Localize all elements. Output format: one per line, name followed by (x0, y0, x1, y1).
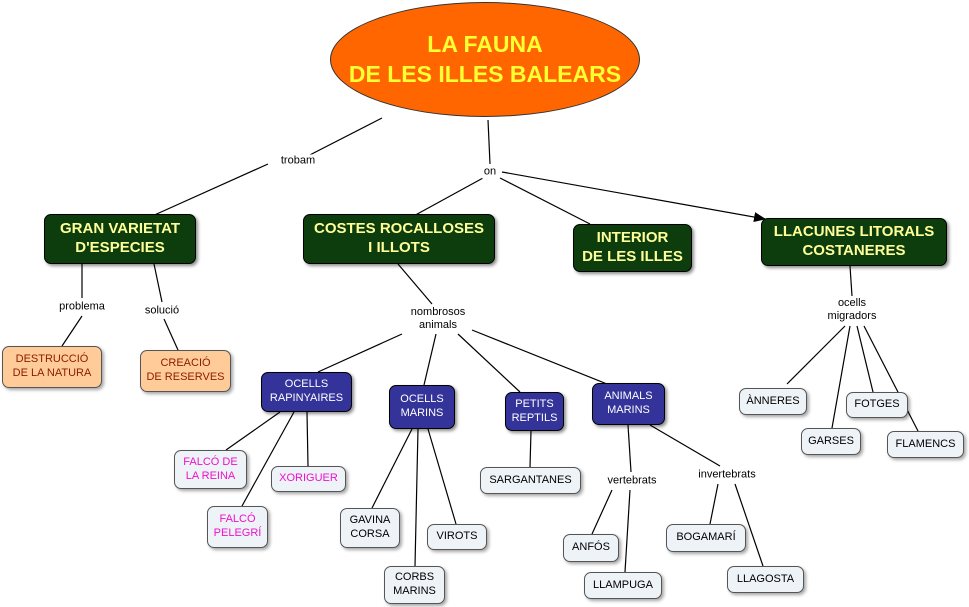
node-falco-pelegri[interactable]: FALCÓ PELEGRÍ (207, 506, 268, 548)
title-node[interactable]: LA FAUNA DE LES ILLES BALEARS (330, 2, 640, 117)
node-sargantanes[interactable]: SARGANTANES (480, 467, 581, 494)
node-garses[interactable]: GARSES (801, 428, 861, 455)
line-invertebrats-bogamari (709, 483, 719, 525)
node-animals-marins[interactable]: ANIMALS MARINS (592, 383, 665, 425)
node-llampuga[interactable]: LLAMPUGA (584, 572, 662, 599)
node-llacunes[interactable]: LLACUNES LITORALS COSTANERES (761, 218, 947, 266)
node-falco-reina[interactable]: FALCÓ DE LA REINA (174, 450, 247, 489)
node-ocells-rapinyaires[interactable]: OCELLS RAPINYAIRES (261, 372, 352, 412)
node-costes-rocalloses[interactable]: COSTES ROCALLOSES I ILLOTS (303, 214, 495, 264)
link-label-trobam: trobam (278, 154, 318, 168)
line-nombrosos-animals-marins (471, 329, 608, 385)
line-animals-marins-invertebrats (649, 424, 721, 467)
line-rapinyaires-xoriguer (306, 411, 309, 467)
line-ocells-marins-virots (427, 428, 457, 525)
line-nombrosos-ocells-marins (423, 333, 437, 386)
line-problema-destruccio (61, 315, 83, 347)
node-gavina-corsa[interactable]: GAVINA CORSA (340, 508, 400, 548)
link-label-nombrosos-animals: nombrosos animals (408, 305, 468, 333)
node-creacio[interactable]: CREACIÓ DE RESERVES (140, 350, 231, 392)
line-migradors-garses (831, 325, 851, 429)
line-rapinyaires-falco-reina (225, 411, 281, 451)
link-label-invertebrats: invertebrats (696, 468, 758, 482)
line-ocells-marins-gavina (371, 428, 413, 509)
node-interior[interactable]: INTERIOR DE LES ILLES (573, 224, 692, 272)
link-label-ocells-migradors: ocells migradors (825, 296, 879, 324)
line-on-llacunes (501, 171, 766, 222)
node-anneres[interactable]: ÀNNERES (739, 388, 807, 415)
line-gran-solucio (153, 263, 163, 303)
line-llacunes-ocells-migradors (849, 265, 853, 297)
line-invertebrats-llagosta (734, 483, 764, 567)
node-ocells-marins[interactable]: OCELLS MARINS (389, 385, 455, 429)
node-fotges[interactable]: FOTGES (846, 392, 908, 418)
link-label-vertebrats: vertebrats (605, 474, 659, 488)
line-migradors-fotges (856, 325, 874, 393)
line-animals-marins-vertebrats (627, 424, 632, 473)
line-vertebrats-llampuga (624, 489, 631, 573)
line-on-interior (499, 177, 591, 225)
line-vertebrats-anfos (591, 489, 613, 535)
line-title-trobam (299, 117, 383, 161)
node-destruccio[interactable]: DESTRUCCIÓ DE LA NATURA (2, 346, 102, 388)
line-migradors-flamencs (863, 325, 919, 432)
line-costes-nombrosos (397, 263, 433, 305)
link-label-on: on (481, 165, 499, 179)
line-rapinyaires-falco-pelegri (241, 411, 295, 507)
line-nombrosos-reptils (457, 333, 521, 393)
node-gran-varietat[interactable]: GRAN VARIETAT D'ESPECIES (44, 214, 196, 264)
node-petits-reptils[interactable]: PETITS REPTILS (505, 392, 564, 431)
line-reptils-sargantanes (529, 430, 532, 468)
node-anfos[interactable]: ANFÓS (563, 534, 619, 562)
line-trobam-gran-varietat (149, 163, 269, 218)
node-virots[interactable]: VIROTS (427, 524, 487, 550)
line-title-on (487, 119, 491, 165)
line-solucio-creacio (163, 318, 179, 351)
line-ocells-marins-corbs (414, 428, 419, 567)
node-flamencs[interactable]: FLAMENCS (887, 431, 964, 458)
link-label-problema: problema (57, 300, 107, 314)
line-on-costes (409, 177, 484, 219)
node-corbs-marins[interactable]: CORBS MARINS (384, 566, 445, 604)
node-bogamari[interactable]: BOGAMARÍ (666, 524, 746, 552)
node-xoriguer[interactable]: XORIGUER (271, 466, 346, 492)
link-label-solucio: solució (142, 304, 182, 318)
node-llagosta[interactable]: LLAGOSTA (727, 566, 804, 593)
line-nombrosos-rapinyaires (317, 333, 403, 373)
line-migradors-anneres (786, 325, 846, 385)
